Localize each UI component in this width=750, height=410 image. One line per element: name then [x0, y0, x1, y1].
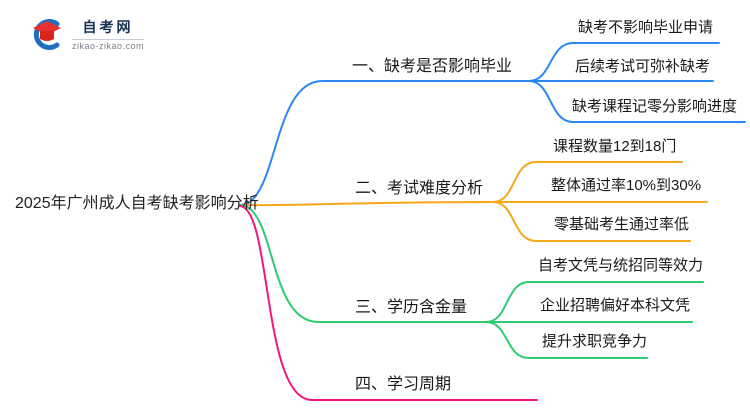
- branch3-label: 三、学历含金量: [355, 299, 468, 316]
- branch1-label: 一、缺考是否影响毕业: [352, 58, 513, 75]
- branch2-child1-line: [492, 161, 683, 203]
- branch3-child2-label: 企业招聘偏好本科文凭: [540, 297, 691, 314]
- mindmap-root-title: 2025年广州成人自考缺考影响分析: [15, 195, 259, 212]
- graduation-cap-logo-icon: [33, 19, 61, 50]
- logo-divider: [72, 39, 145, 40]
- branch2-child3-line: [492, 201, 691, 242]
- site-name: 自考网: [82, 19, 134, 35]
- branch1-child1-line: [528, 42, 720, 82]
- site-logo: 自考网 zikao-zikao.com: [30, 17, 145, 51]
- branch1-child2-label: 后续考试可弥补缺考: [575, 58, 711, 75]
- branch2-child2-label: 整体通过率10%到30%: [551, 177, 702, 194]
- branch2-label: 二、考试难度分析: [355, 180, 484, 197]
- branch1-child3-line: [528, 80, 746, 123]
- branch2-child1-label: 课程数量12到18门: [553, 138, 677, 155]
- branch1-main-line: [239, 80, 530, 206]
- branch1-child1-label: 缺考不影响毕业申请: [578, 19, 714, 36]
- branch3-child3-line: [485, 321, 648, 359]
- branch2-child3-label: 零基础考生通过率低: [554, 216, 690, 233]
- branch3-child1-line: [485, 281, 704, 323]
- branch3-main-line: [239, 204, 487, 323]
- site-url: zikao-zikao.com: [72, 41, 145, 51]
- branch1-child3-label: 缺考课程记零分影响进度: [572, 98, 738, 115]
- branch2-main-line: [239, 201, 494, 207]
- branch3-child3-label: 提升求职竞争力: [542, 333, 648, 350]
- branch4-main-line: [239, 205, 538, 401]
- branch4-label: 四、学习周期: [355, 376, 452, 393]
- branch3-child1-label: 自考文凭与统招同等效力: [538, 257, 704, 274]
